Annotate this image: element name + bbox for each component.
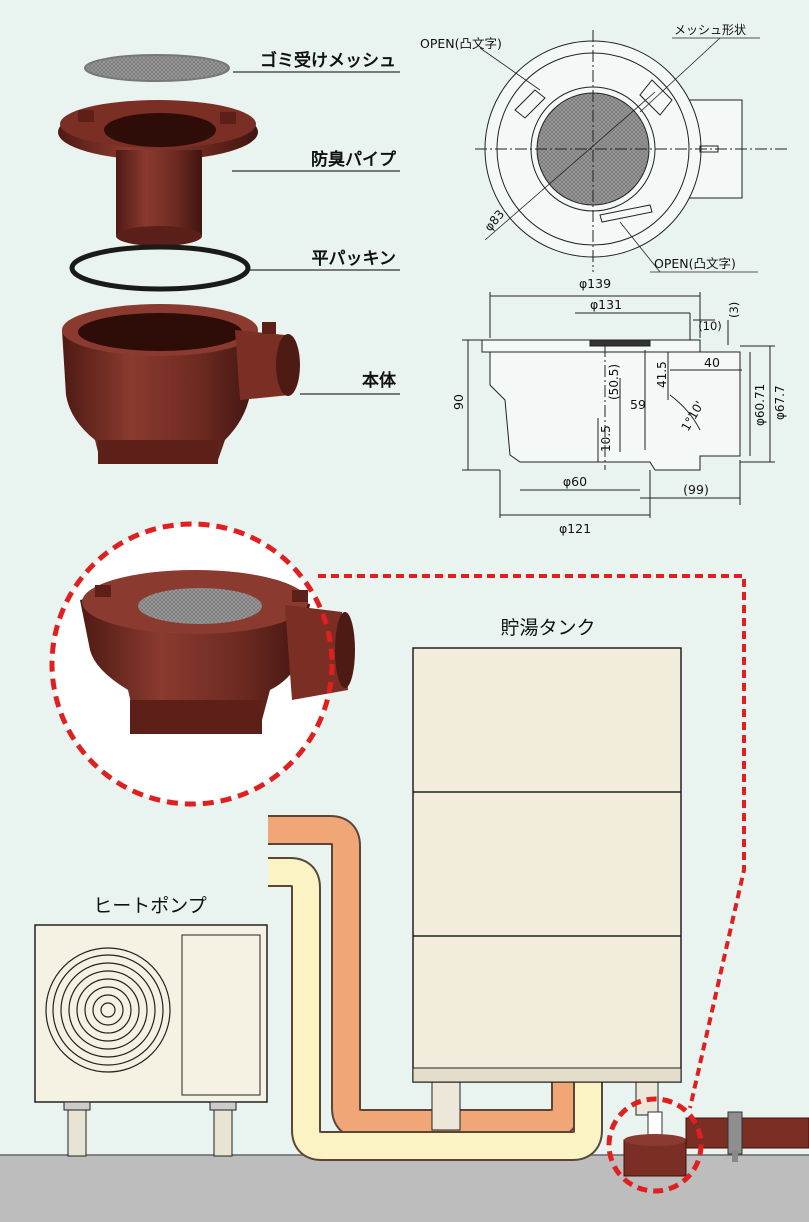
hot-water-tank xyxy=(412,647,682,1131)
heat-pump-unit xyxy=(34,924,268,1157)
open-label-1: OPEN(凸文字) xyxy=(420,36,502,51)
dia-83-label: φ83 xyxy=(482,207,508,234)
side-view-drawing xyxy=(462,292,775,518)
leader-line xyxy=(639,37,721,113)
dia-121-label: φ121 xyxy=(559,521,591,536)
leader-line xyxy=(479,47,541,91)
top-view-drawing xyxy=(475,30,790,272)
dia-131-label: φ131 xyxy=(590,297,622,312)
trap-label: 防臭パイプ xyxy=(311,149,397,170)
ground xyxy=(0,1155,809,1222)
dia-139-label: φ139 xyxy=(579,276,611,291)
fan-grille-icon xyxy=(45,947,171,1073)
leader-line xyxy=(619,221,661,273)
callout-circle-large xyxy=(49,521,335,807)
dim-90-label: 90 xyxy=(451,394,466,410)
mesh-label: ゴミ受けメッシュ xyxy=(260,50,396,71)
mesh-part xyxy=(84,54,230,82)
body-part xyxy=(62,304,300,464)
trap-part xyxy=(58,100,258,246)
pipe-orange xyxy=(268,815,581,1139)
installed-drain xyxy=(623,1111,809,1177)
gasket-part xyxy=(69,244,251,292)
mesh-shape-label: メッシュ形状 xyxy=(674,23,746,37)
dim-10-label: (10) xyxy=(698,319,722,333)
callout-connector xyxy=(318,574,746,1109)
dim-10-5-label: 10.5 xyxy=(599,425,613,452)
heat-pump-label: ヒートポンプ xyxy=(93,895,206,917)
dia-67-7-label: φ67.7 xyxy=(773,385,787,420)
callout-circle-small xyxy=(606,1096,704,1194)
dim-3-label: (3) xyxy=(727,302,741,318)
open-label-2: OPEN(凸文字) xyxy=(654,256,736,271)
dim-41-5-label: 41.5 xyxy=(655,361,669,388)
dim-99-label: (99) xyxy=(683,482,709,497)
gasket-label: 平パッキン xyxy=(312,249,397,269)
dia-60-label: φ60 xyxy=(563,474,587,489)
inset-photo xyxy=(52,524,355,804)
body-label: 本体 xyxy=(362,370,397,391)
dim-40-label: 40 xyxy=(704,355,720,370)
dim-50-5-label: (50.5) xyxy=(607,364,621,400)
pipe-cream xyxy=(268,857,603,1161)
dia-60-71-label: φ60.71 xyxy=(753,384,767,426)
tank-label: 貯湯タンク xyxy=(500,617,595,639)
dim-59-label: 59 xyxy=(630,397,646,412)
